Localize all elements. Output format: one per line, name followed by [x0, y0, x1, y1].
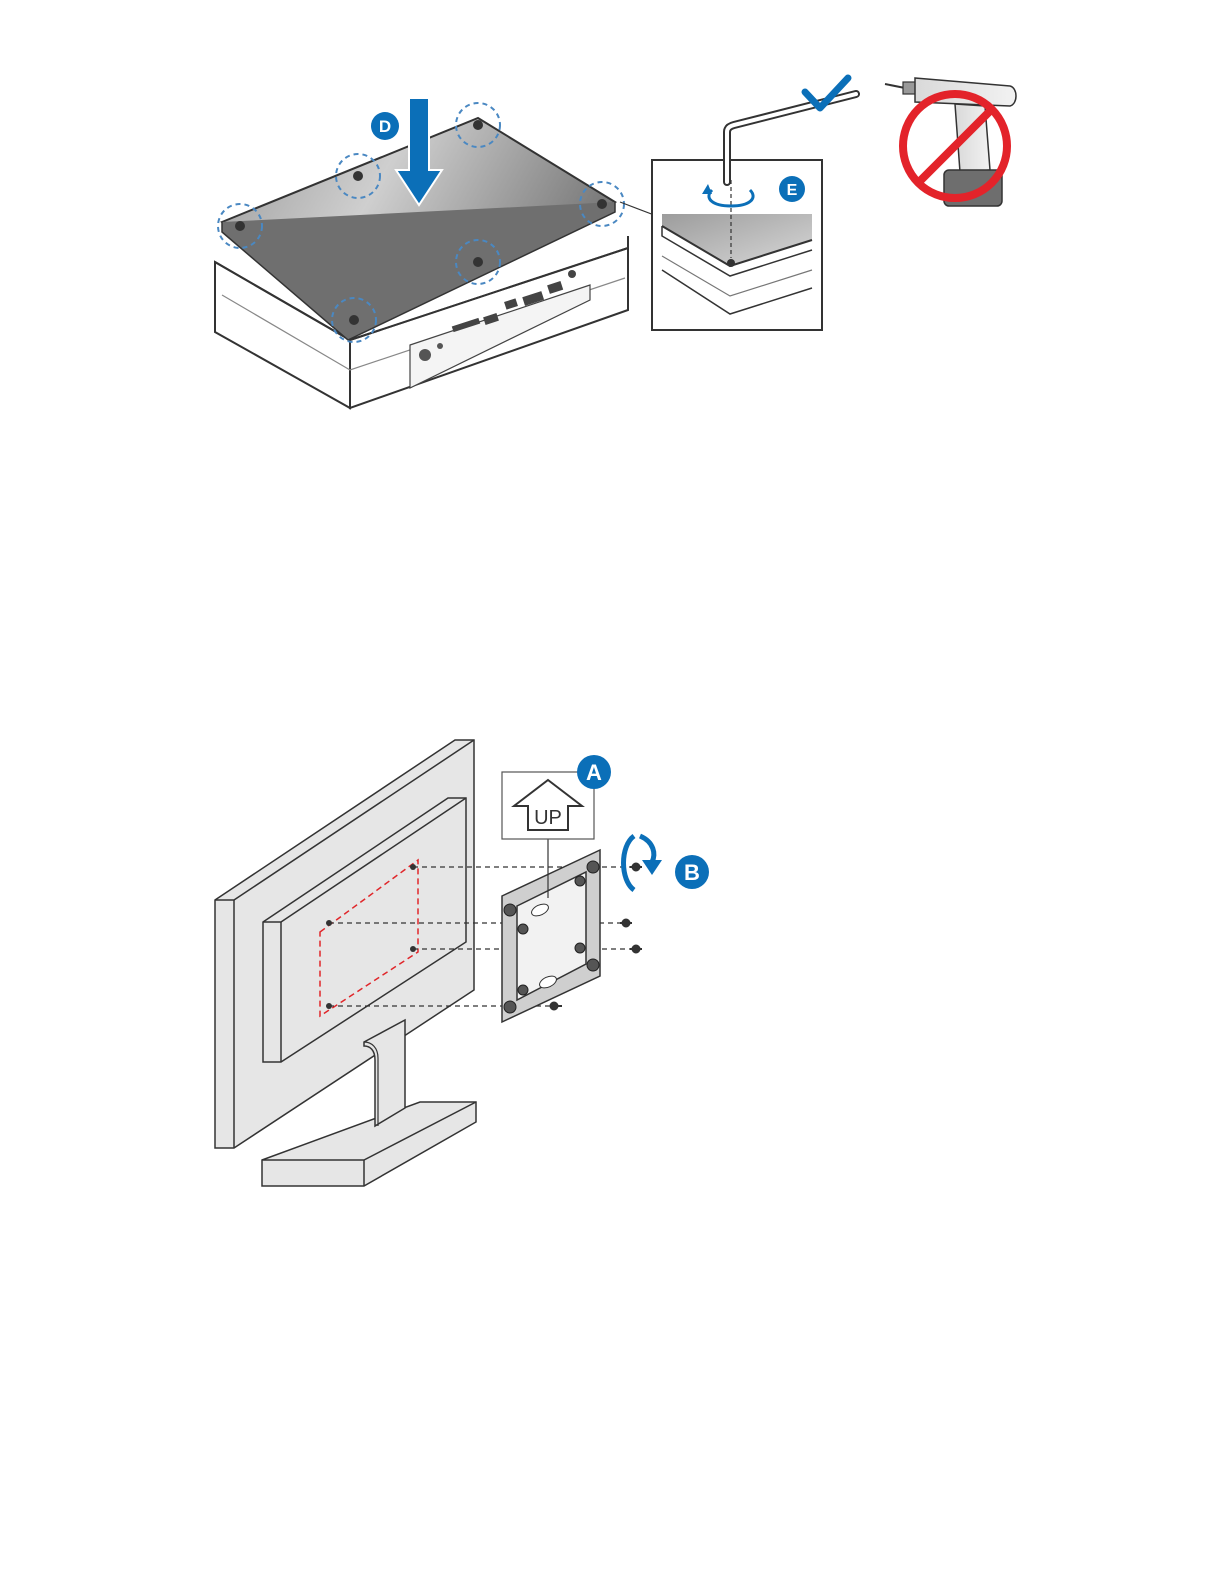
callout-e-label: E [787, 182, 798, 199]
callout-b-label: B [684, 860, 700, 885]
checkmark-icon [805, 78, 848, 108]
vesa-bracket [502, 850, 600, 1022]
rotate-arrow-icon [624, 836, 663, 890]
callout-e: E [779, 176, 805, 202]
monitor [215, 740, 474, 1148]
screw [630, 945, 642, 953]
callout-b: B [675, 855, 709, 889]
monitor-stand-base [262, 1102, 476, 1186]
up-label: UP [534, 807, 562, 829]
monitor-mount-figure: UP A B [0, 720, 1224, 1220]
callout-d: D [371, 112, 399, 140]
callout-a-label: A [586, 760, 602, 785]
detail-inset: E [652, 160, 822, 330]
callout-d-label: D [379, 117, 391, 136]
callout-a: A [577, 755, 611, 789]
screw [620, 919, 632, 927]
screw [550, 1002, 562, 1010]
screw [630, 863, 642, 871]
vesa-plate-install-figure: D E [0, 0, 1224, 460]
